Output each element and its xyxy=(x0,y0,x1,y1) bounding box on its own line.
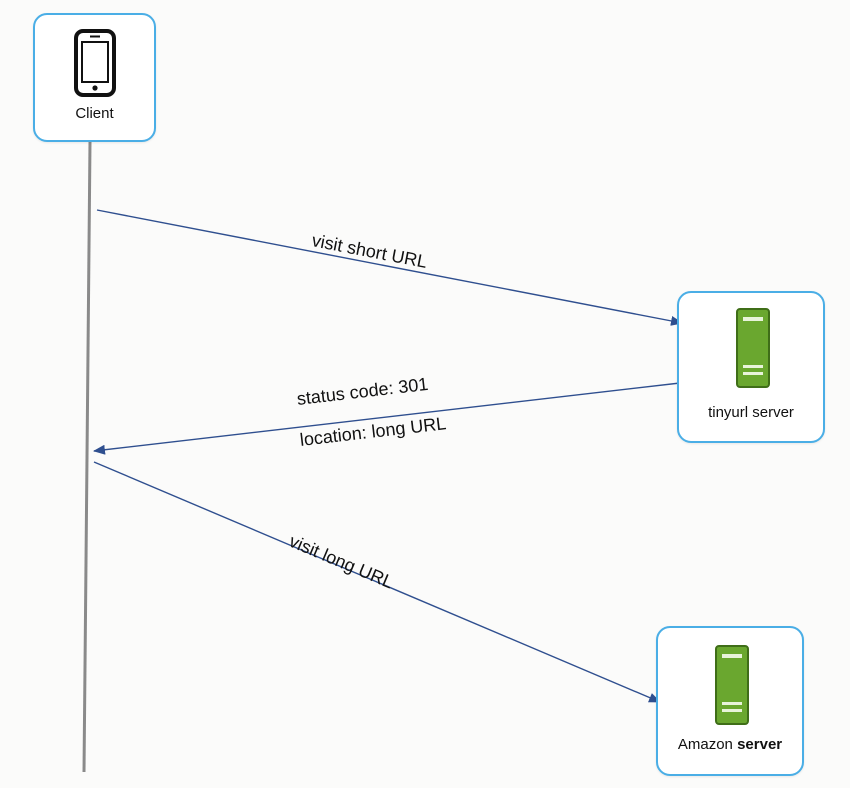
server-icon xyxy=(736,308,770,388)
arrow-visit-long-url xyxy=(93,461,661,703)
amazon-server-label: Amazon server xyxy=(658,736,802,753)
amazon-label-suffix: server xyxy=(732,736,783,753)
tinyurl-server-label: tinyurl server xyxy=(708,404,794,421)
client-label: Client xyxy=(75,105,114,122)
client-lifeline xyxy=(82,141,92,773)
arrow-visit-short-url xyxy=(96,209,683,326)
client-node: Client xyxy=(33,13,156,142)
server-icon xyxy=(715,645,749,725)
smartphone-icon xyxy=(74,29,116,97)
tinyurl-server-node: tinyurl server xyxy=(677,291,825,443)
arrow-redirect-response xyxy=(93,382,681,455)
amazon-label-prefix: Amazon xyxy=(677,736,733,753)
amazon-server-node: Amazon server xyxy=(656,626,804,776)
